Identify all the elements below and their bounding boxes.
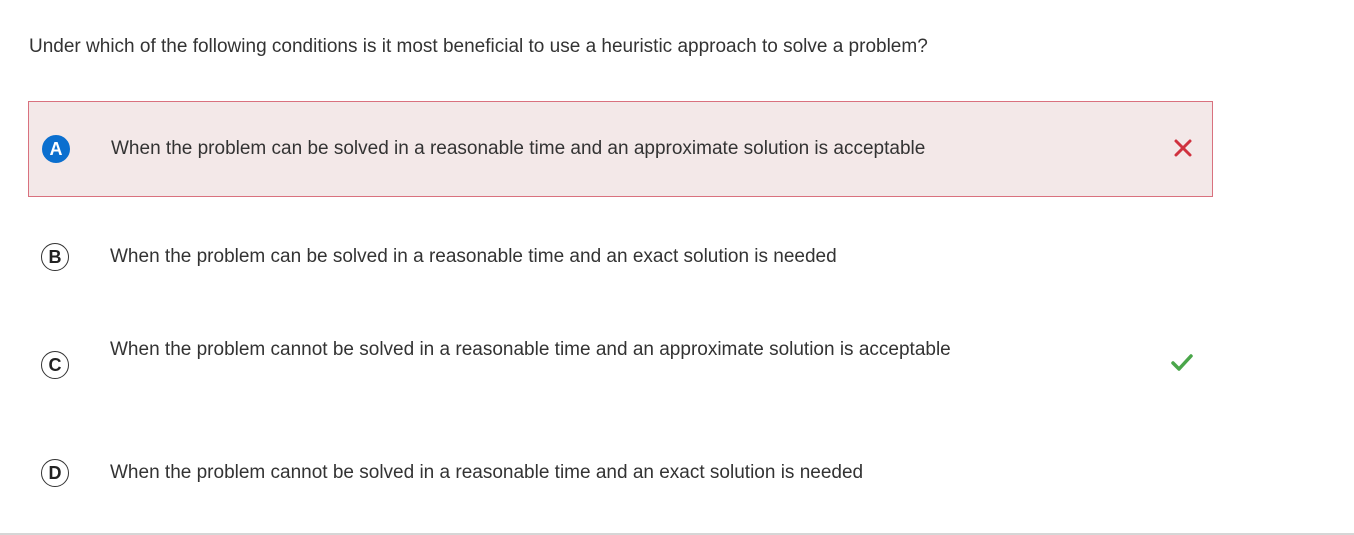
close-icon [1171, 136, 1195, 160]
answer-option-d[interactable]: D When the problem cannot be solved in a… [28, 443, 1213, 503]
option-d-text: When the problem cannot be solved in a r… [110, 462, 864, 483]
answer-option-c[interactable]: C When the problem cannot be solved in a… [28, 330, 1213, 400]
question-text: Under which of the following conditions … [29, 36, 928, 57]
bottom-divider [0, 533, 1354, 535]
option-b-text: When the problem can be solved in a reas… [110, 246, 837, 267]
option-a-letter-badge: A [42, 135, 70, 163]
option-b-letter-badge: B [41, 243, 69, 271]
option-d-letter-badge: D [41, 459, 69, 487]
check-icon [1170, 351, 1194, 375]
answer-option-b[interactable]: B When the problem can be solved in a re… [28, 227, 1213, 287]
option-c-letter-badge: C [41, 351, 69, 379]
option-a-text: When the problem can be solved in a reas… [111, 138, 926, 159]
answer-option-a[interactable]: A When the problem can be solved in a re… [28, 101, 1213, 197]
option-c-text: When the problem cannot be solved in a r… [110, 339, 951, 360]
